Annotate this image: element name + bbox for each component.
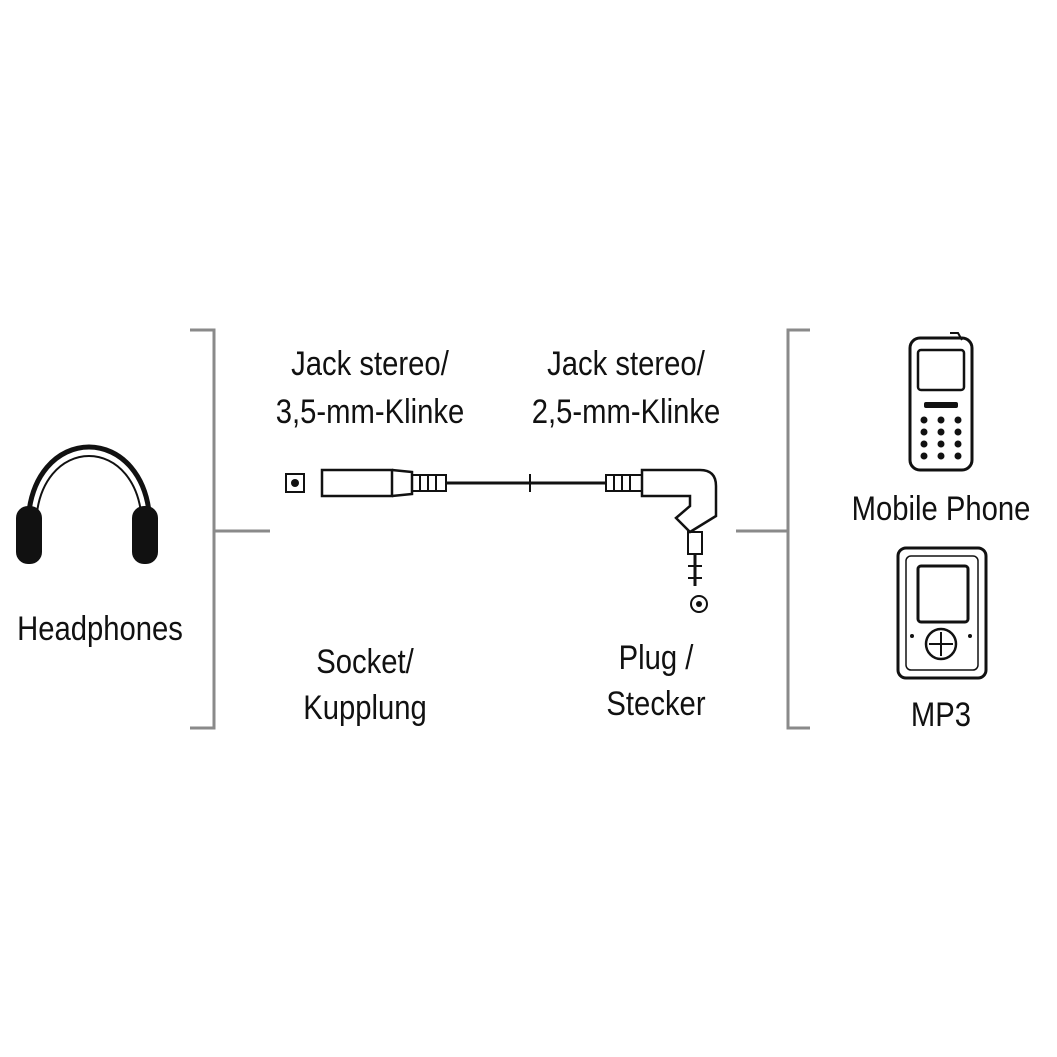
plug-spec-line2: 2,5-mm-Klinke [531,393,721,431]
plug-type-line1: Plug / [618,639,694,677]
socket-type-line1: Socket/ [316,643,414,681]
socket-spec-line1: Jack stereo/ [291,345,449,383]
socket-spec-line2: 3,5-mm-Klinke [275,393,465,431]
plug-type-line2: Stecker [606,685,706,723]
headphones-icon [16,444,158,564]
mobile-phone-label: Mobile Phone [851,490,1031,528]
mobile-phone-icon [908,332,974,472]
headphones-label: Headphones [17,610,183,648]
right-bracket [736,328,810,730]
plug-spec-line1: Jack stereo/ [547,345,705,383]
mp3-player-icon [896,546,988,680]
socket-type-line2: Kupplung [303,689,427,727]
socket-end-icon [285,473,305,493]
mp3-label: MP3 [910,696,972,734]
cable-icon [320,468,718,586]
plug-end-icon [690,595,708,613]
left-bracket [190,328,270,730]
